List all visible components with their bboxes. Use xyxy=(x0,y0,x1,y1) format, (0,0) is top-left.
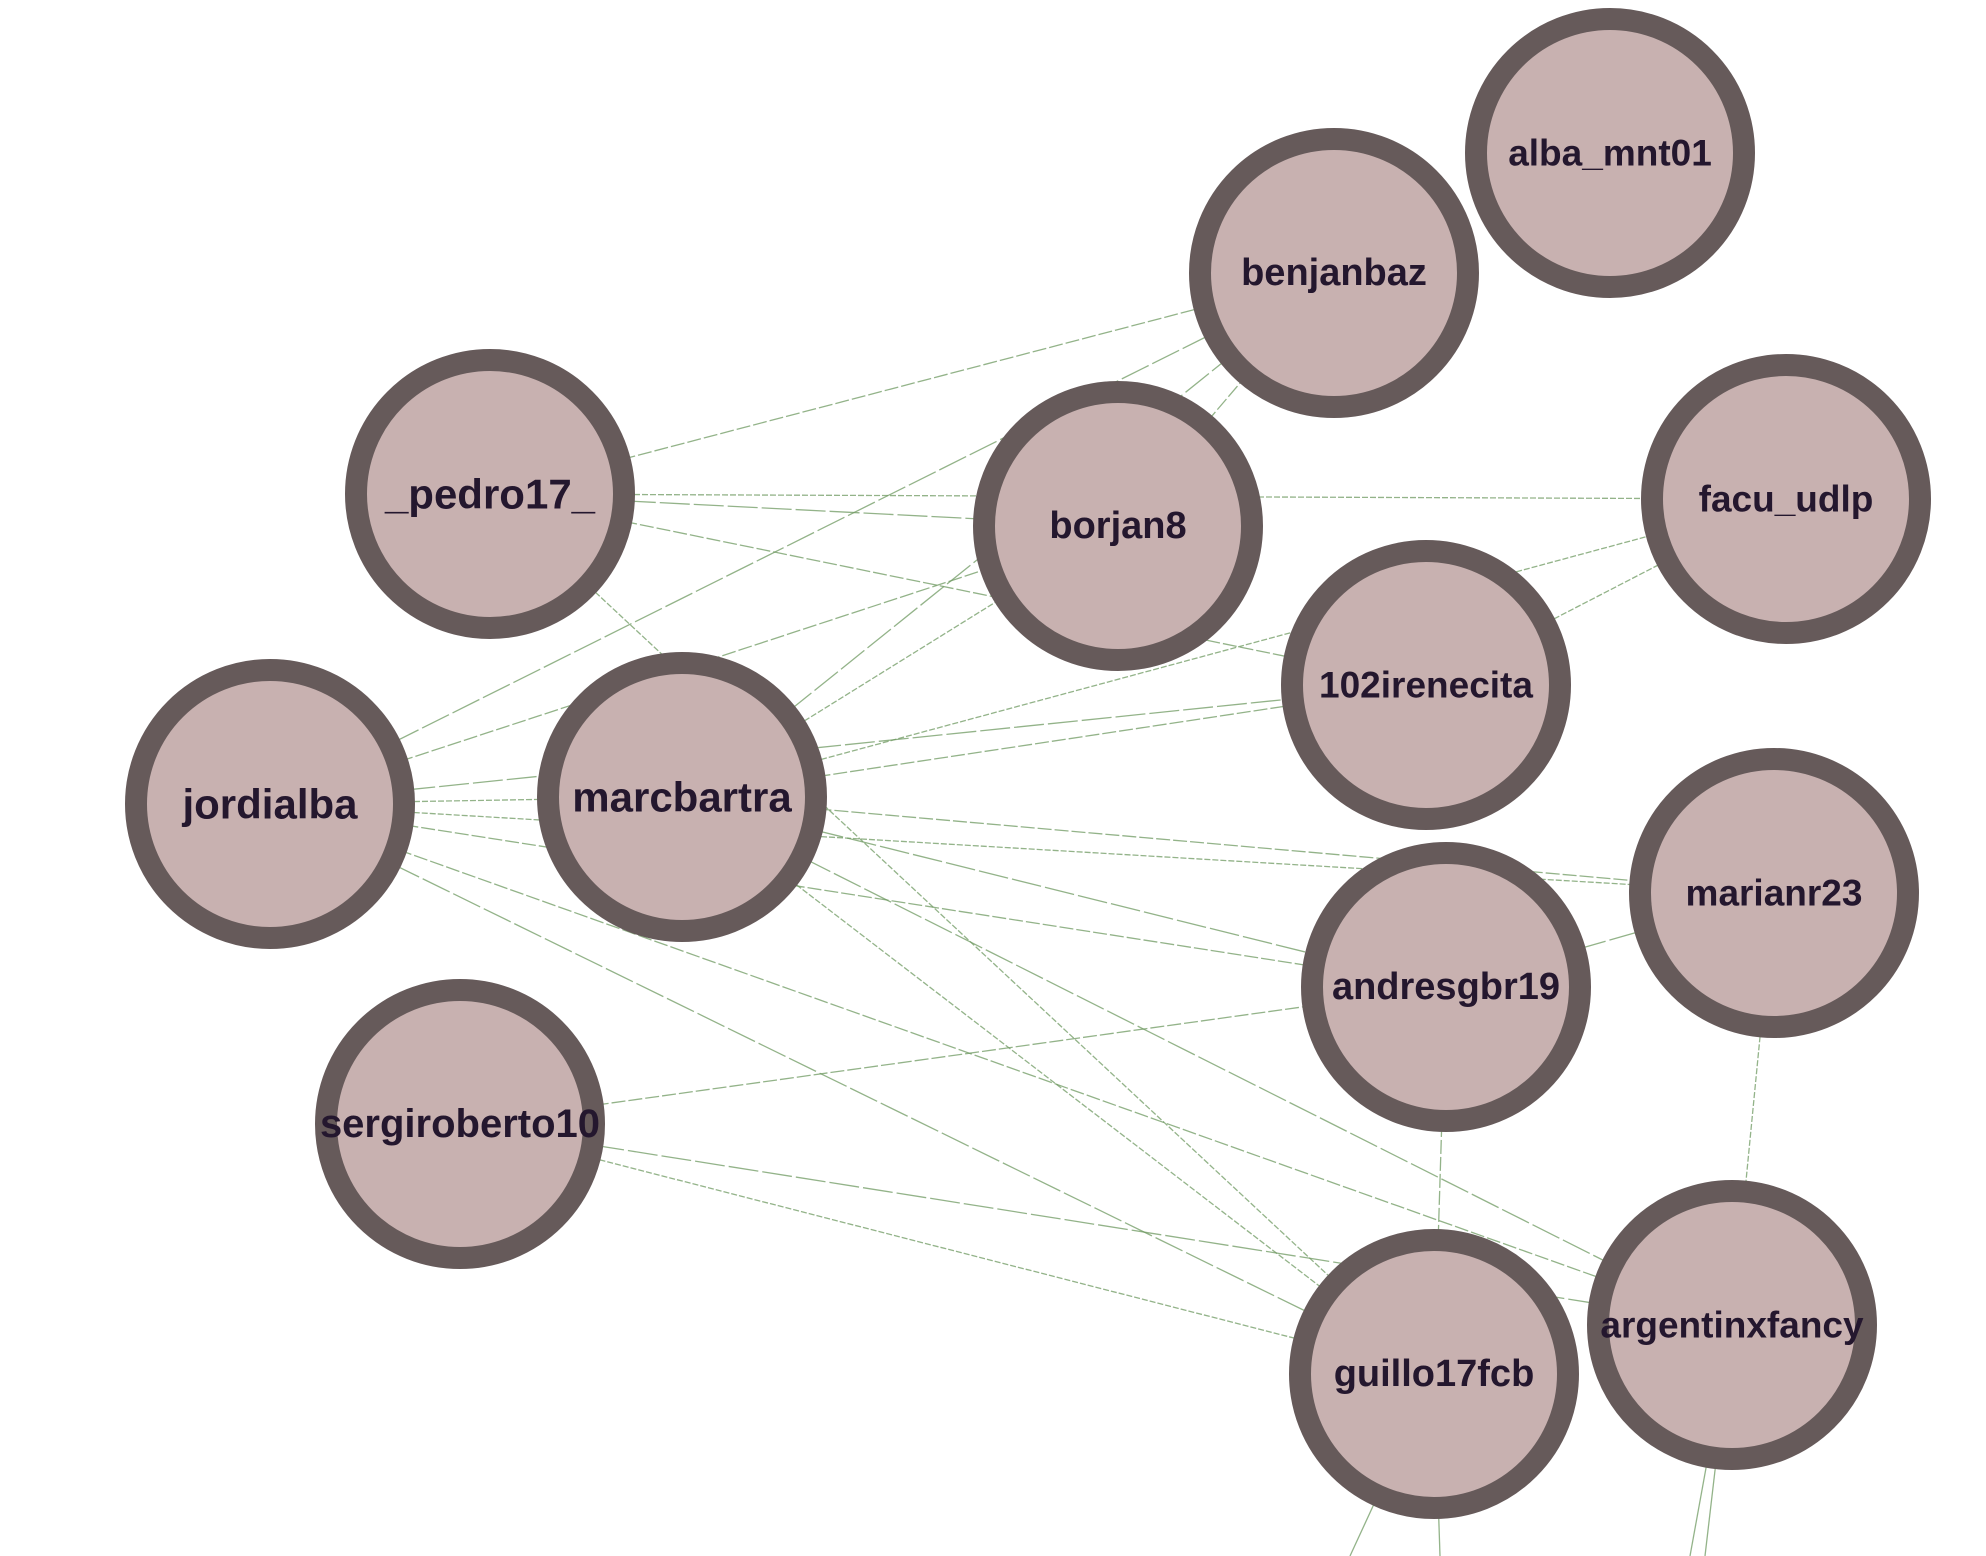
graph-edge-jordialba-guillo17fcb xyxy=(269,803,1435,1375)
graph-node-alba_mnt01[interactable]: alba_mnt01 xyxy=(1465,8,1755,298)
graph-edge-sergiroberto10-guillo17fcb xyxy=(459,1123,1435,1375)
node-circle xyxy=(1189,128,1479,418)
node-circle xyxy=(1301,842,1591,1132)
node-circle xyxy=(1587,1180,1877,1470)
graph-node-borjan8[interactable]: borjan8 xyxy=(973,381,1263,671)
node-label: borjan8 xyxy=(1049,505,1186,547)
graph-edge-_pedro17_-102irenecita xyxy=(489,493,1427,686)
graph-edge-_pedro17_-benjanbaz xyxy=(489,272,1335,495)
node-label: marcbartra xyxy=(572,774,792,821)
node-circle xyxy=(1465,8,1755,298)
node-label: argentinxfancy xyxy=(1600,1305,1864,1346)
graph-edge-jordialba-marianr23 xyxy=(269,803,1775,894)
graph-node-jordialba[interactable]: jordialba xyxy=(125,659,415,949)
graph-node-_pedro17_[interactable]: _pedro17_ xyxy=(345,349,635,639)
graph-node-sergiroberto10[interactable]: sergiroberto10 xyxy=(315,979,605,1269)
node-label: marianr23 xyxy=(1686,873,1863,914)
graph-edge-jordialba-andresgbr19 xyxy=(269,803,1447,988)
node-circle xyxy=(345,349,635,639)
graph-edge-_pedro17_-guillo17fcb xyxy=(489,493,1435,1375)
graph-edge-jordialba-benjanbaz xyxy=(269,272,1335,805)
graph-edge-marcbartra-argentinxfancy xyxy=(681,796,1733,1326)
graph-node-marianr23[interactable]: marianr23 xyxy=(1629,748,1919,1038)
graph-edge-jordialba-102irenecita xyxy=(269,684,1427,805)
graph-node-guillo17fcb[interactable]: guillo17fcb xyxy=(1289,1229,1579,1519)
node-circle xyxy=(1281,540,1571,830)
node-label: facu_udlp xyxy=(1699,479,1874,520)
node-label: 102irenecita xyxy=(1319,665,1533,706)
graph-node-andresgbr19[interactable]: andresgbr19 xyxy=(1301,842,1591,1132)
graph-node-argentinxfancy[interactable]: argentinxfancy xyxy=(1587,1180,1877,1470)
graph-edge-marcbartra-facu_udlp xyxy=(681,498,1787,798)
node-circle xyxy=(1629,748,1919,1038)
node-circle xyxy=(1641,354,1931,644)
node-circle xyxy=(537,652,827,942)
node-label: andresgbr19 xyxy=(1332,966,1560,1008)
node-circle xyxy=(1289,1229,1579,1519)
graph-edge-jordialba-argentinxfancy xyxy=(269,803,1733,1326)
node-label: guillo17fcb xyxy=(1334,1353,1535,1395)
graph-node-facu_udlp[interactable]: facu_udlp xyxy=(1641,354,1931,644)
nodes-layer: alba_mnt01 benjanbaz _pedro17_ borjan8 facu_… xyxy=(125,8,1931,1519)
graph-node-marcbartra[interactable]: marcbartra xyxy=(537,652,827,942)
node-label: _pedro17_ xyxy=(384,471,596,518)
graph-node-benjanbaz[interactable]: benjanbaz xyxy=(1189,128,1479,418)
node-label: alba_mnt01 xyxy=(1508,133,1712,174)
node-label: jordialba xyxy=(181,781,358,828)
node-circle xyxy=(125,659,415,949)
graph-edge-marcbartra-guillo17fcb xyxy=(681,796,1435,1375)
graph-edge-marcbartra-marianr23 xyxy=(681,796,1775,894)
node-label: sergiroberto10 xyxy=(320,1102,600,1146)
node-circle xyxy=(315,979,605,1269)
graph-edge-sergiroberto10-andresgbr19 xyxy=(459,986,1447,1125)
graph-node-102irenecita[interactable]: 102irenecita xyxy=(1281,540,1571,830)
node-label: benjanbaz xyxy=(1241,252,1427,294)
node-circle xyxy=(973,381,1263,671)
